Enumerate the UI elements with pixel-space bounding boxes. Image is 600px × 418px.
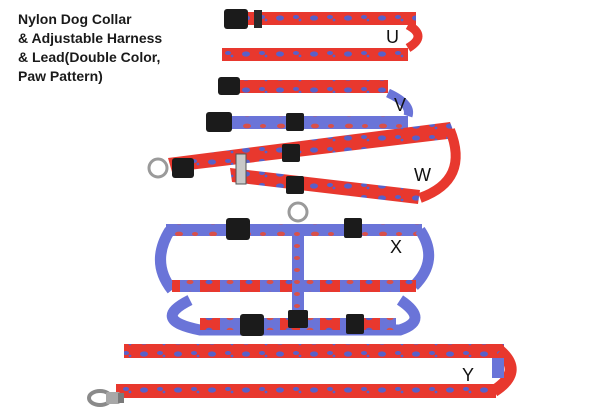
collar-w-ring [147,157,169,179]
lead-y-blue-tip [492,358,504,378]
harness-x-d-ring [287,201,309,223]
harness-x-center-keeper [288,310,308,328]
collar-v [206,77,414,132]
collar-u-keeper [254,10,262,28]
caption-line-1: Nylon Dog Collar [18,11,132,27]
collar-u [222,9,423,61]
product-caption: Nylon Dog Collar & Adjustable Harness & … [18,10,198,86]
lead-y-handle-loop [490,346,517,397]
harness-x-keeper-bottom [346,314,364,334]
label-y: Y [462,365,475,385]
collar-w-keeper-bottom [286,176,304,194]
collar-u-strap-top [228,12,416,25]
collar-w-strap-lower [230,168,420,204]
label-u: U [386,27,399,47]
collar-v-strap-bottom [228,116,408,129]
collar-u-buckle [224,9,248,29]
harness-x-left-loop [155,227,177,294]
harness-x-keeper-top [344,218,362,238]
lead-y-strap-top [124,344,504,358]
caption-line-4: Paw Pattern) [18,68,103,84]
collar-w-loop [418,128,461,203]
collar-v-keeper [286,113,304,131]
harness-x-buckle-bottom [240,314,264,336]
label-w: W [414,165,431,185]
caption-line-2: & Adjustable Harness [18,30,163,46]
harness-x-right-loop [409,226,435,290]
collar-w-slider [235,153,247,185]
collar-w-keeper-top [282,144,300,162]
label-v: V [394,95,407,115]
collar-w-buckle [172,158,194,178]
harness-x-buckle-top [226,218,250,240]
collar-u-strap-bottom [222,48,408,61]
lead-y [87,344,517,407]
collar-v-loop [386,88,414,118]
lead-y-snap-hook [87,389,124,407]
harness-x [155,201,435,336]
caption-line-3: & Lead(Double Color, [18,49,161,65]
collar-w [147,122,461,204]
collar-v-strap-top [228,80,388,93]
collar-u-loop [405,21,423,52]
lead-y-strap-bottom [116,384,496,398]
label-x: X [390,237,403,257]
collar-v-buckle-bottom [206,112,232,132]
harness-x-center-strap [292,228,304,324]
collar-v-buckle-top [218,77,240,95]
